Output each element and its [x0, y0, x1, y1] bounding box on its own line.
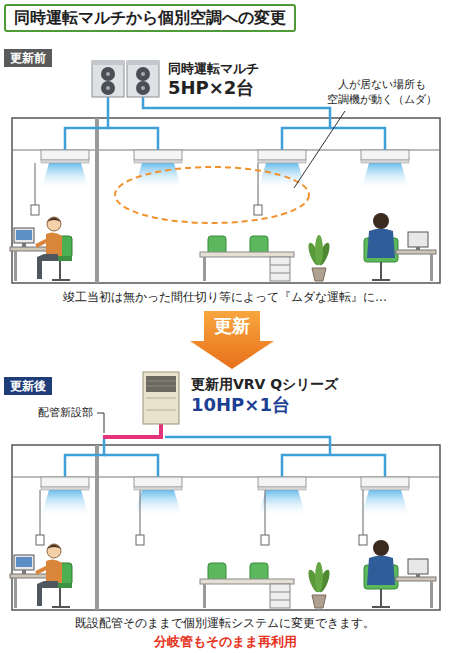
remote-controller [254, 205, 262, 215]
refrigerant-pipe [108, 128, 158, 150]
section-tag: 更新後 [4, 377, 52, 395]
part-label: 配管新設部 [38, 406, 93, 420]
node-heading: 更新後 [10, 378, 46, 394]
remote-controller [359, 535, 367, 545]
controller-wire [140, 490, 141, 535]
vrv-unit [146, 398, 176, 399]
controller-wire [40, 490, 363, 535]
office-room [10, 118, 440, 283]
refrigerant-pipe [143, 97, 330, 128]
node-heading: 更新前 [10, 50, 46, 66]
explanation: 竣工当初は無かった間仕切り等によって『ムダな運転』に… [0, 289, 450, 305]
controller-wire [40, 490, 41, 535]
new-pipe [103, 424, 161, 437]
remote-controller [36, 535, 44, 545]
node-text: 5HP×2台 [168, 77, 259, 99]
refrigerant-pipe [104, 455, 158, 477]
indoor-unit [361, 150, 409, 190]
refrigerant-pipe [282, 455, 385, 477]
outdoor-unit [92, 61, 124, 97]
office-room [10, 445, 440, 610]
controller-wire [265, 490, 266, 535]
refrigerant-pipe [65, 439, 104, 477]
highlight-note: 分岐管もそのまま再利用 [0, 633, 450, 650]
leader-line [294, 111, 345, 188]
section-tag: 更新前 [4, 49, 52, 67]
remote-controller [261, 535, 269, 545]
callout-note: 人が居ない場所も 空調機が動く（ムダ） [322, 77, 442, 107]
refrigerant-pipe [65, 97, 108, 150]
explanation: 既設配管そのままで個別運転システムに変更できます。 [0, 615, 450, 631]
indoor-unit [361, 477, 409, 517]
update-arrow: 更新 [190, 311, 274, 369]
waste-zone [115, 167, 309, 223]
indoor-unit [258, 150, 306, 190]
vrv-unit [146, 410, 176, 411]
refrigerant-pipe [165, 437, 330, 455]
controller-wire [35, 163, 36, 205]
vrv-unit [146, 386, 176, 387]
indoor-unit [41, 477, 89, 517]
leader-line [97, 413, 104, 433]
outdoor-unit [127, 61, 159, 97]
vrv-unit [143, 372, 179, 424]
indoor-unit [134, 150, 182, 190]
arrow-shape [190, 311, 274, 369]
refrigerant-pipe [65, 437, 385, 477]
indoor-unit [134, 477, 182, 517]
controller-wire [363, 490, 364, 535]
page-title: 同時運転マルチから個別空調への変更 [4, 4, 296, 32]
remote-controller [136, 535, 144, 545]
controller-wire [35, 163, 258, 205]
refrigerant-pipe [282, 128, 385, 150]
node-heading: 同時運転マルチ [168, 60, 259, 77]
vrv-unit [146, 376, 176, 392]
vrv-unit [146, 381, 176, 382]
node-text: 10HP×1台 [191, 394, 338, 416]
node-heading: 更新 [190, 315, 274, 337]
remote-controller [31, 205, 39, 215]
vrv-unit-label: 更新用VRV Qシリーズ10HP×1台 [143, 375, 338, 416]
node-heading: 更新用VRV Qシリーズ [191, 375, 338, 394]
vrv-unit [143, 372, 179, 424]
outdoor-unit-label: 同時運転マルチ5HP×2台 [92, 60, 259, 99]
indoor-unit [41, 150, 89, 190]
